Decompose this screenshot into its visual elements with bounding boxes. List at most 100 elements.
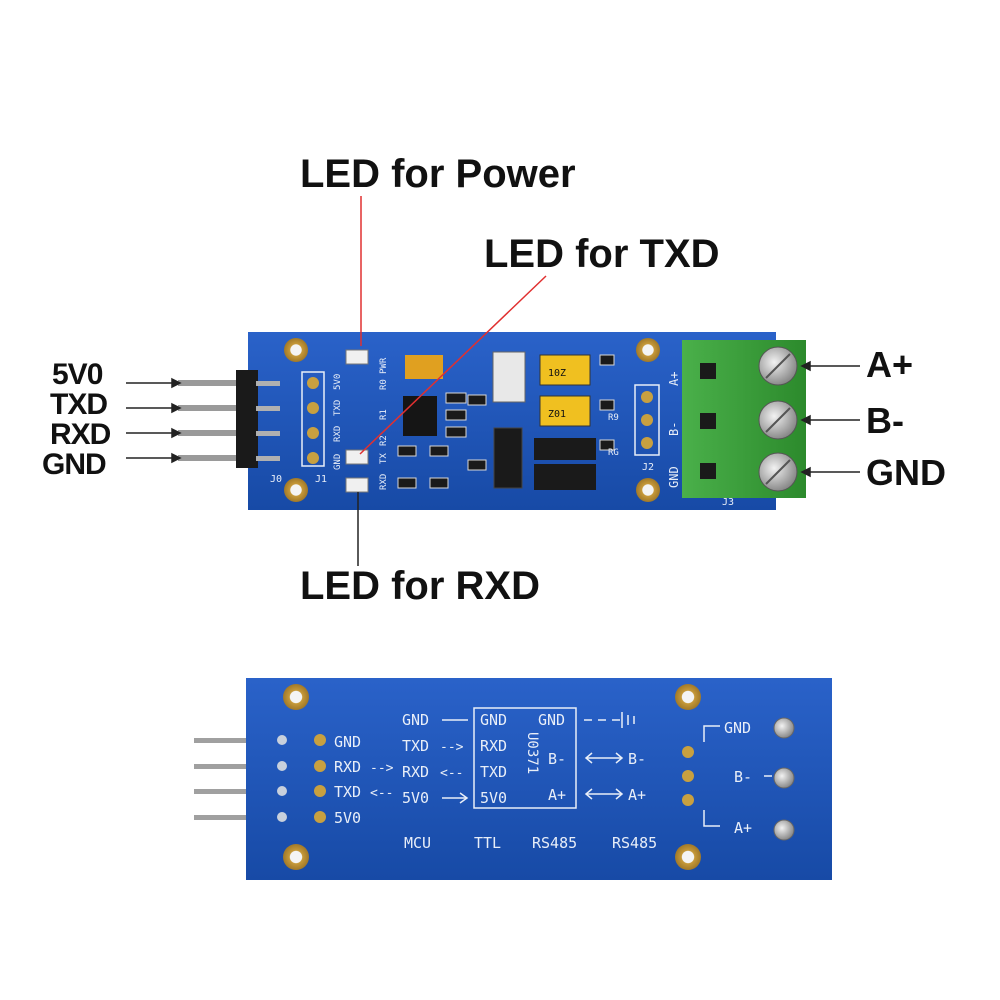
led-power (345, 349, 369, 365)
mount-hole (675, 684, 701, 710)
led-power-callout: LED for Power (300, 152, 576, 196)
silk-r9: R9 (608, 413, 619, 423)
diode-lower (534, 464, 596, 490)
pin-label-5v0: 5V0 (52, 358, 103, 391)
pin-label-rxd: RXD (50, 418, 111, 451)
silk-j2: J2 (642, 462, 654, 473)
transceiver-ic (403, 396, 437, 436)
svg-text:GND: GND (667, 466, 681, 488)
terminal-label-a-plus: A+ (866, 344, 914, 385)
svg-text:RXD: RXD (334, 758, 361, 776)
bottom-board: GND RXD TXD 5V0 --> <-- GND TXD RXD 5V0 … (194, 678, 832, 880)
zener-bottom (539, 395, 591, 427)
svg-text:B-: B- (734, 768, 752, 786)
mount-hole (636, 478, 660, 502)
svg-text:A+: A+ (734, 819, 752, 837)
svg-text:GND: GND (538, 711, 565, 729)
svg-text:RXD: RXD (333, 426, 343, 442)
svg-text:A+: A+ (667, 372, 681, 386)
svg-text:5V0: 5V0 (480, 789, 507, 807)
silk-j2-pins: GND B- A+ (667, 372, 681, 488)
svg-text:5V0: 5V0 (402, 789, 429, 807)
pointer-txd (359, 275, 547, 455)
led-txd (345, 449, 369, 465)
bottom-mcu-signals: GND TXD RXD 5V0 (402, 711, 429, 807)
svg-text:<--: <-- (370, 786, 393, 801)
svg-text:-->: --> (370, 761, 394, 776)
bottom-solder-joints (773, 717, 795, 841)
diode-upper (534, 438, 596, 460)
svg-text:-->: --> (440, 740, 464, 755)
bottom-header-pins (194, 738, 246, 820)
bottom-terminal-bracket (703, 725, 772, 827)
terminal-label-gnd: GND (866, 452, 946, 493)
svg-text:B-: B- (628, 750, 646, 768)
bottom-ttl-pins: GND RXD TXD 5V0 (480, 711, 507, 807)
svg-text:GND: GND (402, 711, 429, 729)
svg-text:TXD: TXD (402, 737, 429, 755)
svg-text:RXD: RXD (480, 737, 507, 755)
bottom-right-pads (682, 746, 694, 806)
terminal-block (682, 340, 806, 498)
bottom-rs485-pins: GND B- A+ (538, 711, 566, 804)
svg-text:MCU: MCU (404, 834, 431, 852)
svg-text:GND: GND (333, 454, 343, 470)
zener-top (539, 354, 591, 386)
svg-text:GND: GND (480, 711, 507, 729)
svg-text:GND: GND (724, 719, 751, 737)
led-rxd (345, 477, 369, 493)
svg-text:RXD: RXD (379, 474, 389, 490)
silk-j0: J0 (270, 474, 282, 485)
mount-hole (283, 684, 309, 710)
svg-text:U0371: U0371 (524, 732, 540, 774)
svg-text:R2: R2 (379, 435, 389, 446)
mount-hole (283, 844, 309, 870)
tvs-diode (493, 427, 523, 489)
svg-text:TXD: TXD (334, 783, 361, 801)
pin-label-txd: TXD (50, 388, 108, 421)
callout-pointers (126, 196, 860, 566)
svg-text:B-: B- (548, 750, 566, 768)
svg-text:<--: <-- (440, 766, 463, 781)
silk-j1: J1 (315, 474, 327, 485)
mount-hole (675, 844, 701, 870)
inductor (492, 351, 526, 403)
terminal-label-b-minus: B- (866, 400, 904, 441)
svg-text:TTL: TTL (474, 834, 501, 852)
pin-label-gnd: GND (42, 448, 107, 481)
svg-text:5V0: 5V0 (334, 809, 361, 827)
svg-text:RXD: RXD (402, 763, 429, 781)
smd-components (397, 354, 615, 489)
bottom-pcb (246, 678, 832, 880)
chip-label: U0371 (524, 732, 540, 774)
svg-text:A+: A+ (548, 786, 566, 804)
mount-hole (284, 478, 308, 502)
svg-text:5V0: 5V0 (333, 374, 343, 390)
silk-j1-pins: GND RXD TXD 5V0 (333, 374, 343, 470)
svg-text:TXD: TXD (333, 400, 343, 416)
chip-outline (473, 707, 577, 809)
top-header-pins (178, 370, 280, 468)
bottom-terminal-out: GND B- A+ (724, 719, 752, 837)
zener-mark-bottom: Z01 (548, 409, 566, 420)
mount-hole (636, 338, 660, 362)
j1-pads (301, 371, 325, 467)
silk-rg: RG (608, 448, 619, 458)
svg-text:B-: B- (667, 422, 681, 436)
silk-led-row: RXD TX R2 R1 R0 PWR (379, 357, 389, 490)
svg-text:TX: TX (379, 453, 389, 464)
bottom-mcu-pins: GND RXD TXD 5V0 (334, 733, 361, 827)
tantalum-capacitor (405, 355, 443, 379)
svg-text:RS485: RS485 (612, 834, 657, 852)
svg-text:R1: R1 (379, 409, 389, 420)
top-board: 10Z Z01 J0 J1 J2 J3 R9 RG GND RXD TXD 5V… (178, 332, 806, 510)
svg-text:R0: R0 (379, 379, 389, 390)
svg-text:PWR: PWR (379, 357, 389, 374)
zener-mark-top: 10Z (548, 368, 566, 379)
svg-text:RS485: RS485 (532, 834, 577, 852)
svg-text:GND: GND (334, 733, 361, 751)
bottom-left-pads (277, 734, 326, 823)
bottom-rs485-out: B- A+ (628, 750, 646, 804)
j2-pads (634, 384, 660, 456)
